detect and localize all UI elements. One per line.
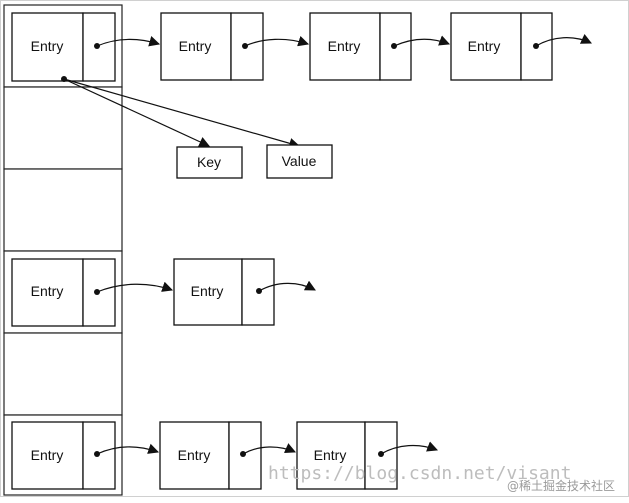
- entry-node-r1-3: Entry: [450, 12, 553, 81]
- next-arrow: [96, 281, 174, 293]
- value-arrow: [63, 78, 301, 149]
- entry-label: Entry: [179, 38, 212, 54]
- next-arrow: [258, 280, 316, 292]
- entry-node-r1-2: Entry: [309, 12, 412, 81]
- next-arrow: [96, 36, 161, 47]
- bucket-1: [3, 86, 123, 170]
- bucket-4: [3, 332, 123, 416]
- entry-node-r1-0: Entry: [11, 12, 116, 82]
- entry-label: Entry: [191, 283, 224, 299]
- entry-label: Entry: [31, 447, 64, 463]
- entry-node-r1-1: Entry: [160, 12, 264, 81]
- watermark-url: https://blog.csdn.net/visant: [268, 463, 571, 484]
- next-arrow: [535, 33, 592, 47]
- entry-node-r3-0: Entry: [11, 421, 116, 490]
- key-box: Key: [176, 146, 243, 179]
- entry-label: Entry: [31, 38, 64, 54]
- next-arrow: [380, 441, 439, 455]
- next-arrow: [96, 443, 160, 455]
- bucket-2: [3, 168, 123, 252]
- next-arrow: [393, 35, 451, 47]
- entry-node-r3-2: Entry: [296, 421, 398, 490]
- entry-label: Entry: [468, 38, 501, 54]
- value-label: Value: [282, 153, 317, 169]
- entry-node-r2-1: Entry: [173, 258, 275, 326]
- entry-label: Entry: [178, 447, 211, 463]
- key-arrow: [63, 78, 210, 147]
- entry-node-r2-0: Entry: [11, 258, 116, 327]
- entry-label: Entry: [328, 38, 361, 54]
- entry-label: Entry: [314, 447, 347, 463]
- entry-node-r3-1: Entry: [159, 421, 262, 490]
- next-arrow: [244, 35, 310, 47]
- watermark-badge: @稀土掘金技术社区: [507, 478, 615, 493]
- value-box: Value: [266, 144, 333, 179]
- entry-label: Entry: [31, 283, 64, 299]
- next-arrow: [242, 443, 296, 455]
- key-label: Key: [197, 154, 221, 170]
